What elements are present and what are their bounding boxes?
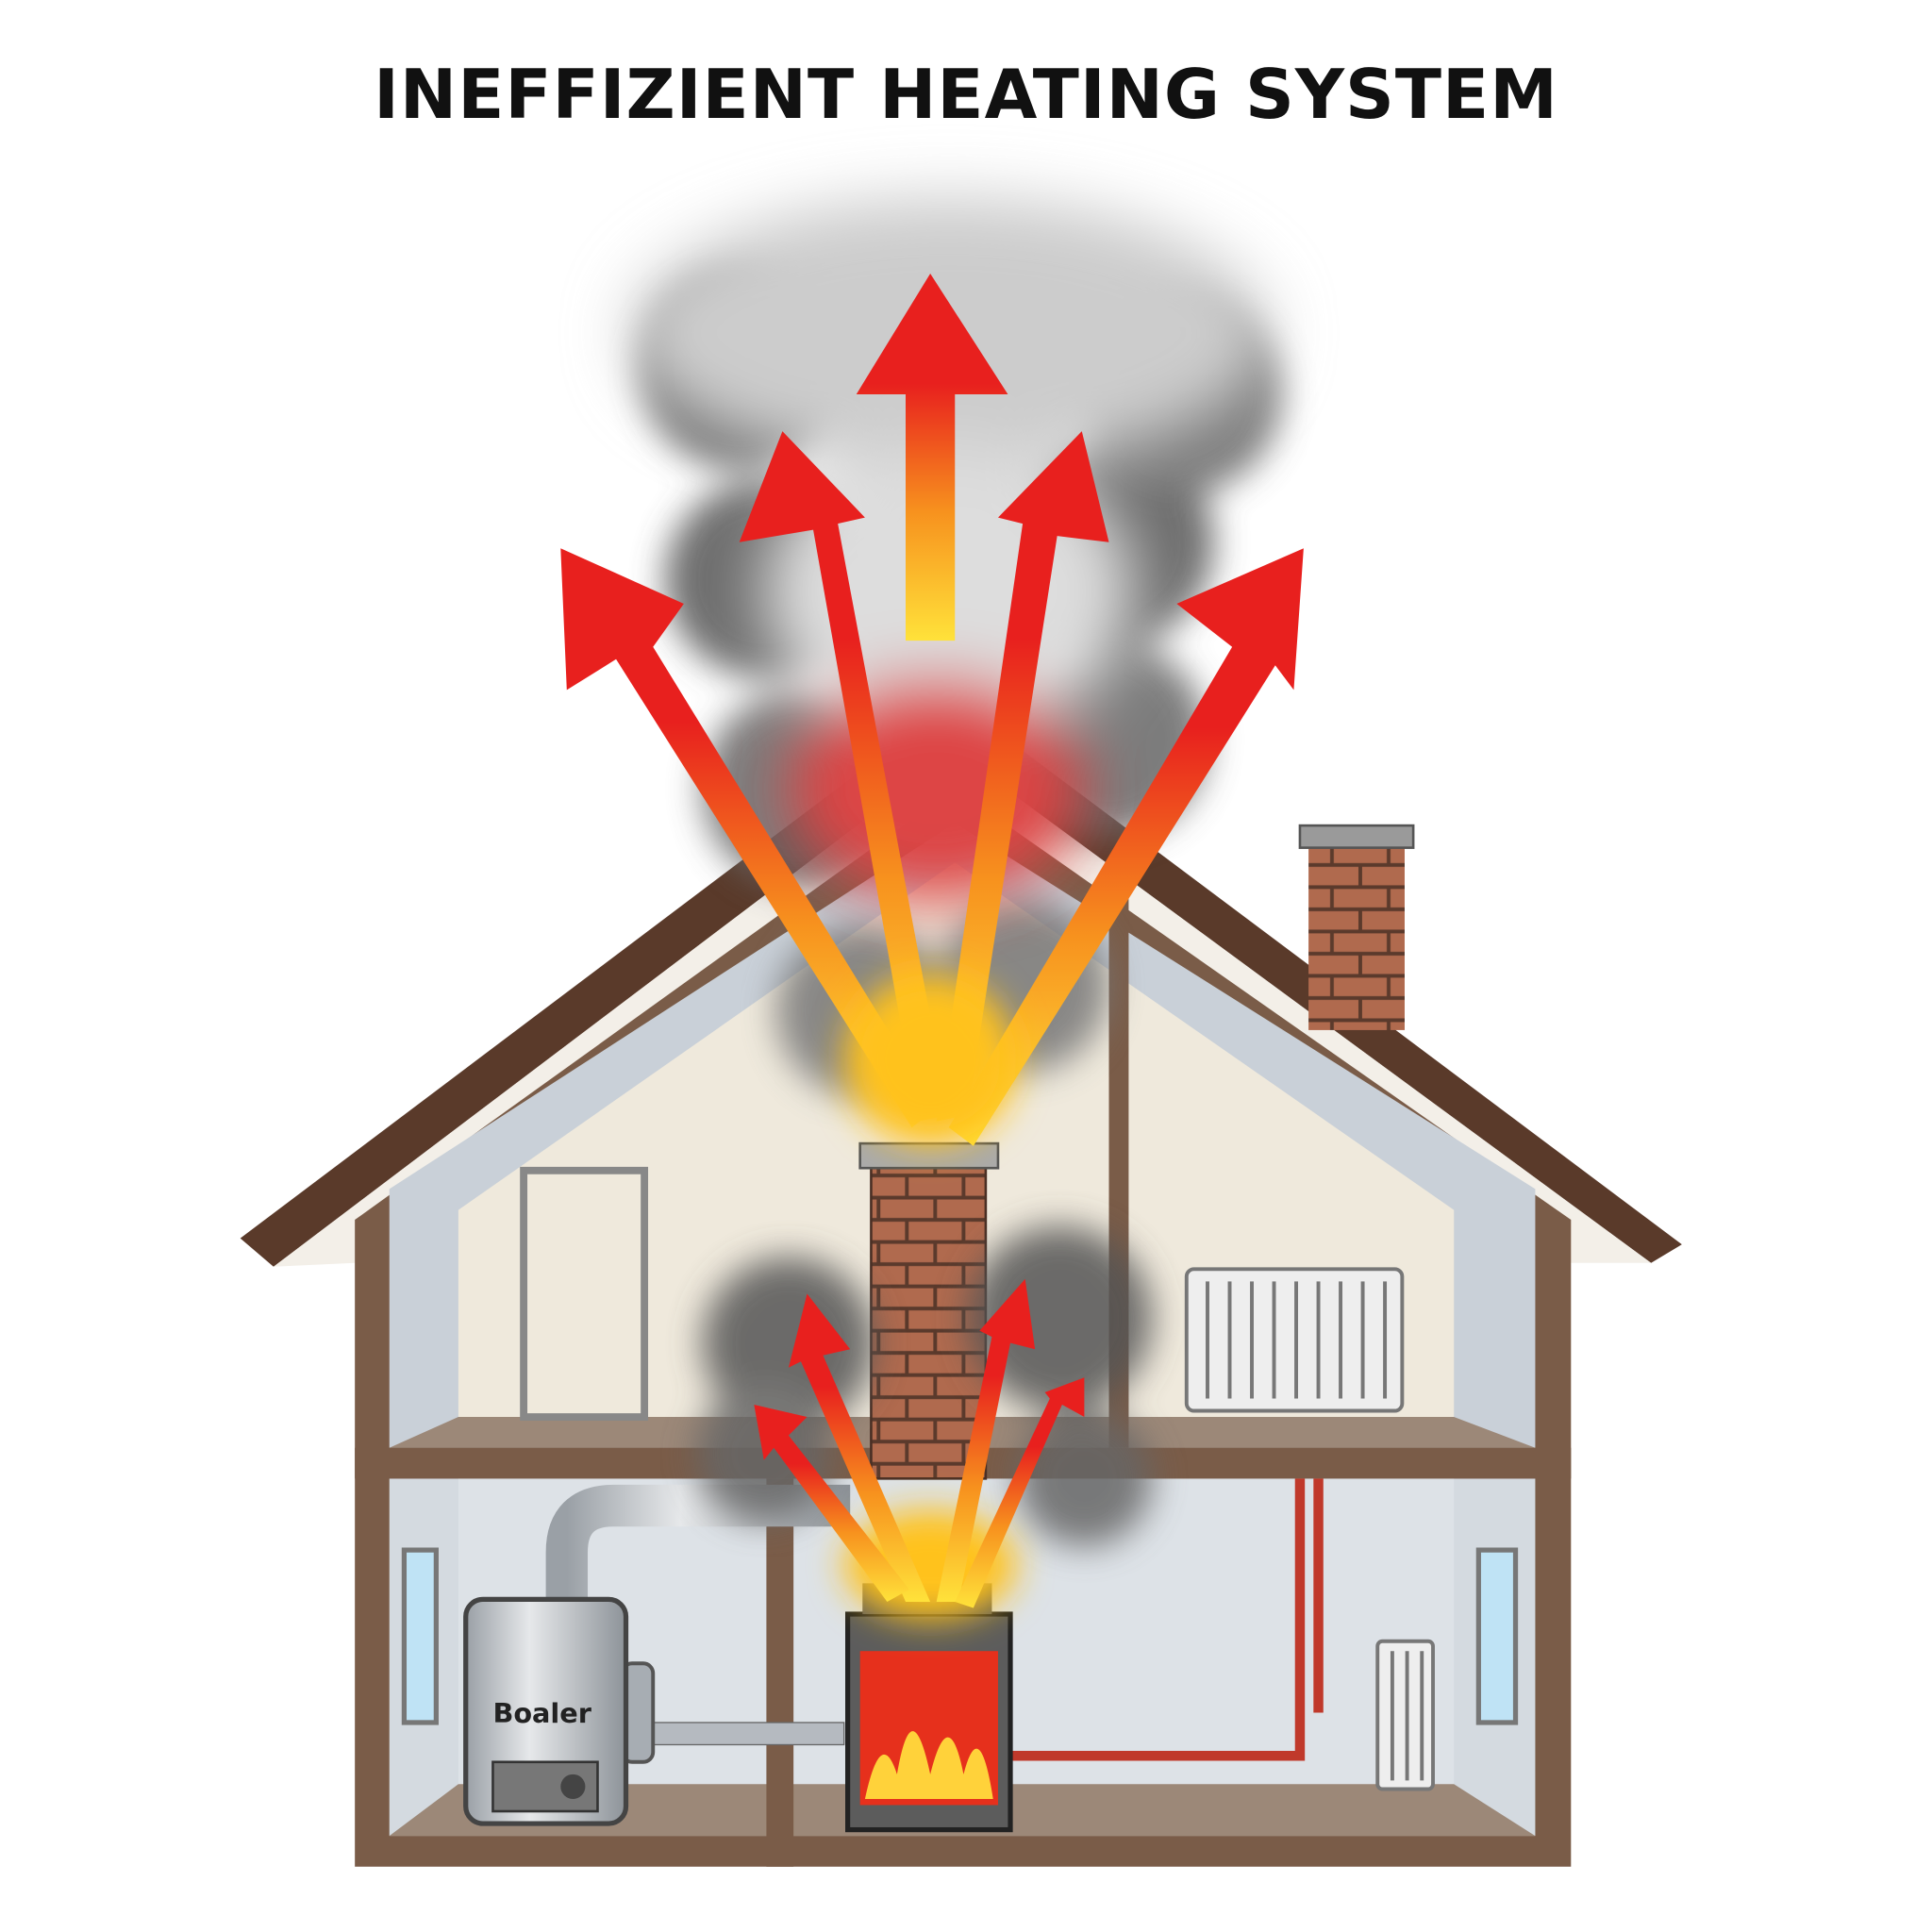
heat-arrow xyxy=(560,548,937,1128)
heat-arrow xyxy=(739,431,949,1122)
heat-arrow xyxy=(948,548,1304,1146)
boiler: Boaler xyxy=(463,1596,656,1826)
stove xyxy=(844,1583,1013,1833)
lower-heat-arrows xyxy=(754,1278,1085,1608)
heat-arrow xyxy=(788,1293,931,1602)
connector-pipe xyxy=(627,1722,845,1746)
door xyxy=(520,1166,649,1421)
hot-water-pipe xyxy=(1010,1478,1306,1761)
radiator-upper xyxy=(1184,1267,1405,1413)
heat-loss-arrows xyxy=(560,273,1304,1146)
heat-arrow xyxy=(936,1278,1036,1602)
radiator-lower xyxy=(1375,1639,1435,1791)
window-right xyxy=(1475,1547,1519,1725)
window-left xyxy=(401,1547,439,1725)
heat-arrow xyxy=(754,1404,909,1602)
heat-arrow xyxy=(856,273,1008,641)
main-chimney xyxy=(858,1141,1000,1480)
boiler-label: Boaler xyxy=(492,1697,591,1729)
side-chimney xyxy=(1298,824,1415,1030)
flue-pipe xyxy=(545,1484,851,1602)
heat-arrow xyxy=(955,1377,1085,1608)
page-title: INEFFIZIENT HEATING SYSTEM xyxy=(374,55,1558,134)
heat-arrow xyxy=(936,431,1109,1122)
